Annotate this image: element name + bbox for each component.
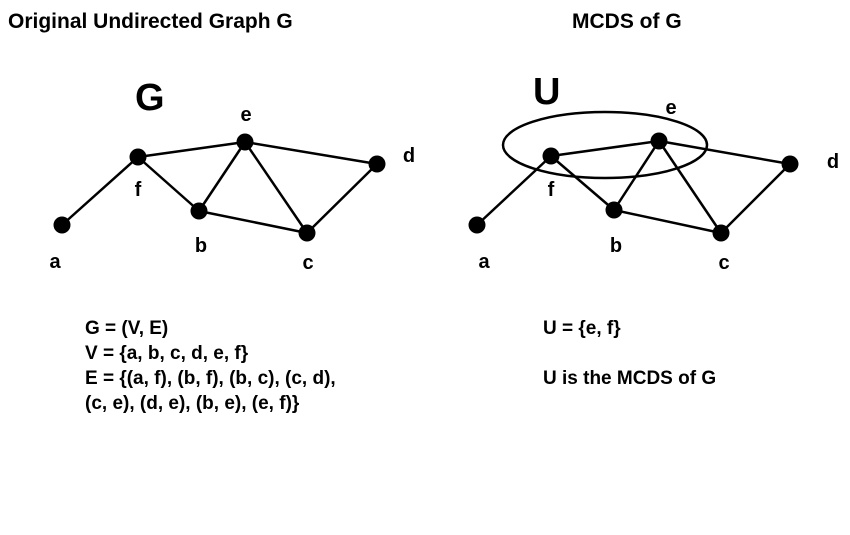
right-edge-b-c — [613, 208, 722, 235]
definition-line-2: V = {a, b, c, d, e, f} — [85, 343, 249, 364]
left-node-labels: a b c d e f — [49, 104, 415, 274]
right-nodes — [468, 132, 799, 242]
right-edge-b-e — [612, 140, 661, 211]
right-edge-b-f — [550, 155, 615, 211]
right-node-label-b: b — [610, 235, 622, 257]
left-edge-c-d — [306, 163, 378, 234]
mcds-text: U = {e, f} U is the MCDS of G — [543, 316, 716, 391]
left-edge-c-e — [243, 141, 309, 234]
left-node-b — [190, 202, 208, 220]
left-edge-b-f — [137, 156, 200, 212]
mcds-ellipse — [501, 110, 709, 180]
right-node-label-c: c — [718, 252, 729, 274]
right-graph: U a b c d e f — [468, 71, 839, 274]
left-node-a — [53, 216, 71, 234]
left-edge-b-e — [197, 141, 247, 212]
mcds-line-1: U = {e, f} — [543, 318, 621, 339]
definition-line-3: E = {(a, f), (b, f), (b, c), (c, d), — [85, 368, 336, 389]
left-edge-e-f — [137, 140, 246, 159]
left-node-f — [129, 148, 147, 166]
right-node-label-f: f — [548, 179, 555, 201]
right-node-label-a: a — [478, 251, 490, 273]
left-edge-d-e — [244, 140, 378, 166]
right-edge-e-f — [550, 139, 660, 158]
left-node-e — [236, 133, 254, 151]
right-edge-c-d — [720, 163, 791, 234]
left-graph: G a b c d e f — [49, 77, 415, 274]
left-edges — [61, 140, 378, 235]
left-node-label-e: e — [240, 104, 251, 126]
left-panel-title: Original Undirected Graph G — [8, 10, 293, 33]
spacer — [543, 341, 716, 366]
left-node-d — [368, 155, 386, 173]
left-edge-a-f — [61, 156, 139, 226]
right-edge-c-e — [657, 140, 723, 234]
right-edges — [476, 139, 791, 235]
right-edge-d-e — [658, 139, 791, 166]
right-panel-title: MCDS of G — [572, 10, 682, 33]
left-nodes — [53, 133, 386, 242]
left-node-label-c: c — [302, 252, 313, 274]
left-node-c — [298, 224, 316, 242]
left-node-label-d: d — [403, 145, 415, 167]
definition-line-4: (c, e), (d, e), (b, e), (e, f)} — [85, 393, 300, 414]
right-node-f — [542, 147, 560, 165]
set-label-u: U — [533, 71, 560, 113]
right-node-d — [781, 155, 799, 173]
right-node-b — [605, 201, 623, 219]
graph-label-g: G — [135, 77, 165, 119]
mcds-line-2: U is the MCDS of G — [543, 368, 717, 389]
right-node-label-d: d — [827, 151, 839, 173]
right-edge-a-f — [476, 155, 552, 226]
right-node-labels: a b c d e f — [478, 97, 839, 274]
left-node-label-b: b — [195, 235, 207, 257]
left-node-label-f: f — [135, 179, 142, 201]
graph-definition-text: G = (V, E) V = {a, b, c, d, e, f} E = {(… — [85, 316, 336, 416]
left-edge-b-c — [198, 209, 308, 235]
definition-line-1: G = (V, E) — [85, 318, 169, 339]
right-node-c — [712, 224, 730, 242]
right-node-e — [650, 132, 668, 150]
right-node-a — [468, 216, 486, 234]
left-node-label-a: a — [49, 251, 61, 273]
right-node-label-e: e — [665, 97, 676, 119]
